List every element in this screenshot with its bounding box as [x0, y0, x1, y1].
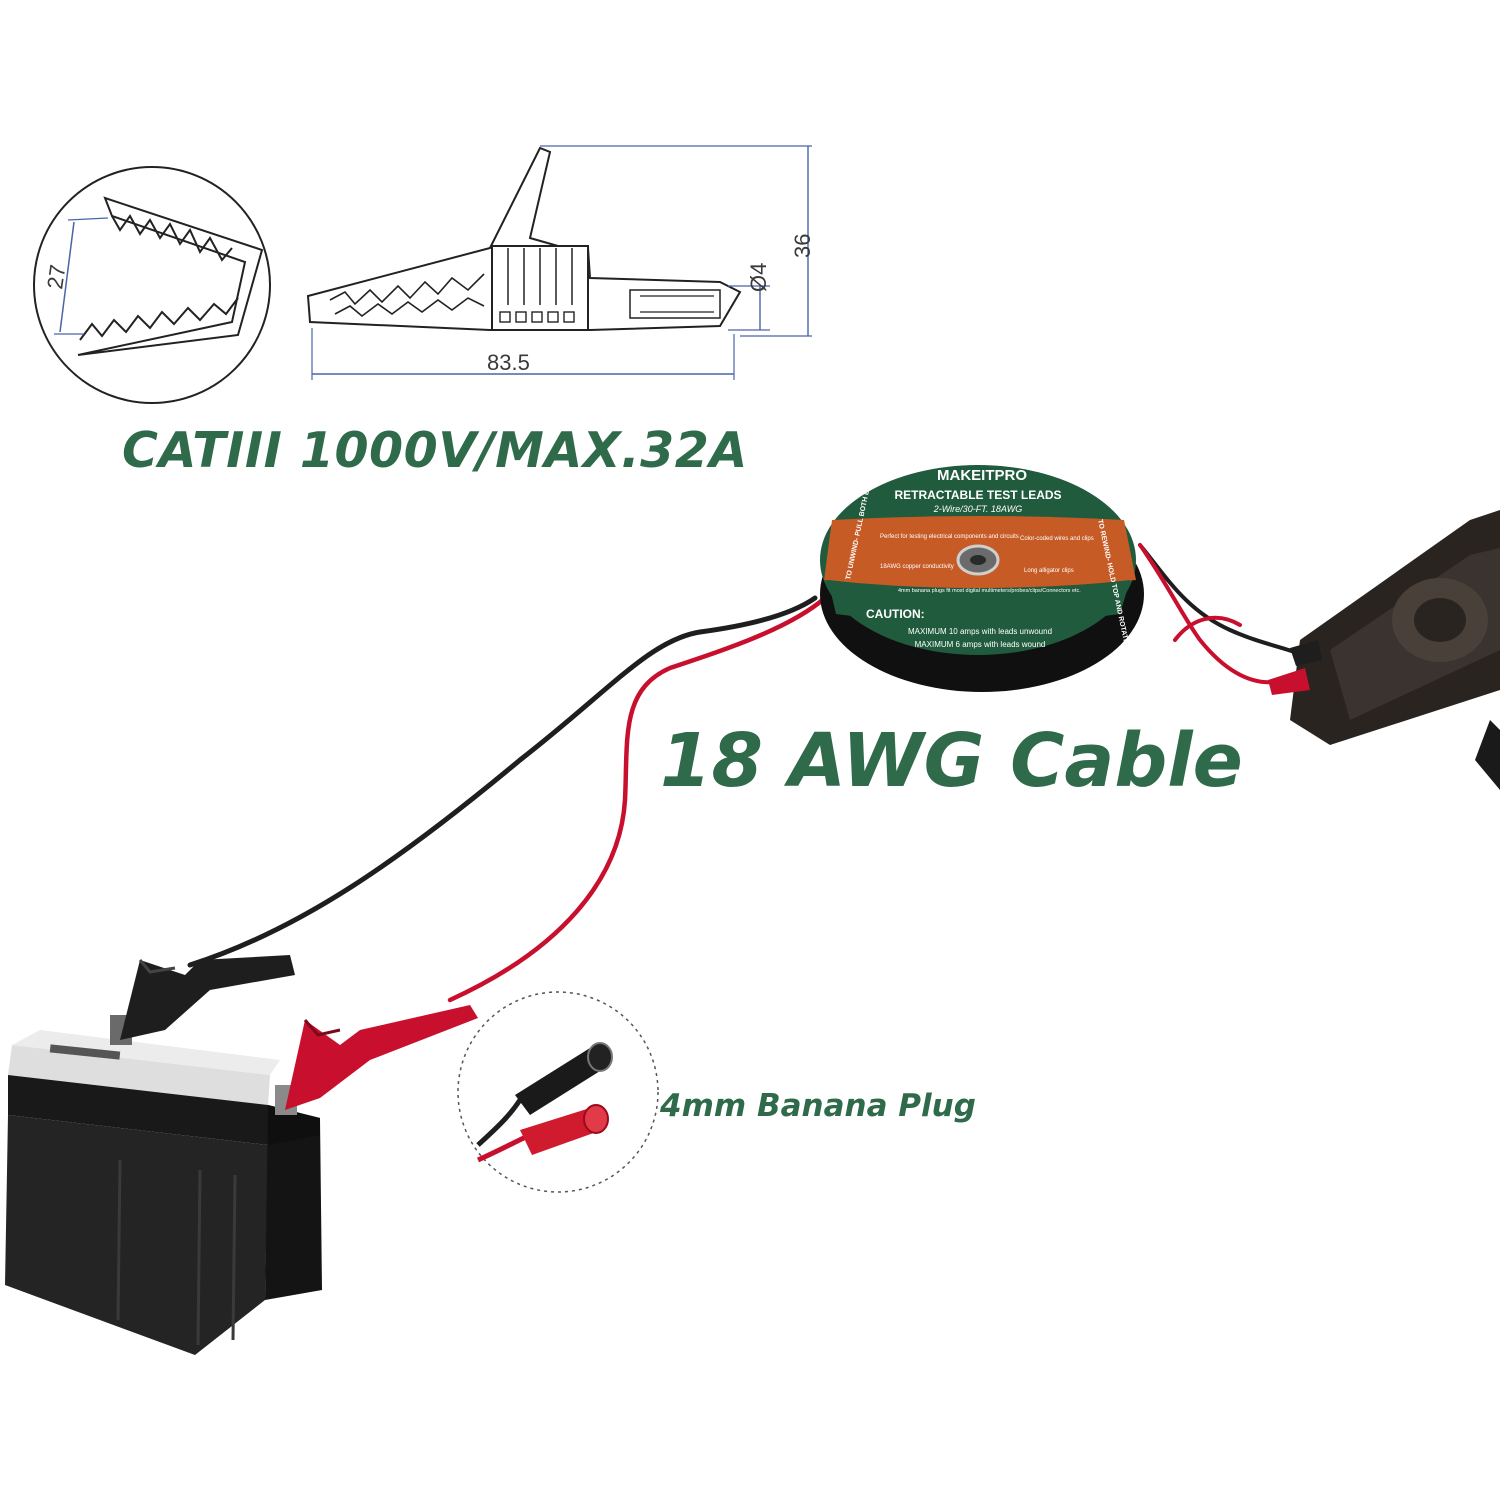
reel-feature-1: Perfect for testing electrical component…: [880, 534, 1019, 540]
reel-subtitle: 2-Wire/30-FT. 18AWG: [933, 504, 1022, 514]
height-dimension: 36: [790, 234, 815, 258]
reel-caution-title: CAUTION:: [866, 607, 925, 621]
alligator-clips: [120, 955, 478, 1110]
reel-caution-1: MAXIMUM 10 amps with leads unwound: [908, 627, 1052, 636]
reel-caution-2: MAXIMUM 6 amps with leads wound: [915, 640, 1046, 649]
rating-callout: CATIII 1000V/MAX.32A: [122, 422, 748, 479]
battery: [5, 1015, 322, 1355]
hole-diameter-dimension: Ø4: [746, 263, 771, 292]
jaw-detail-circle: 27: [33, 166, 271, 404]
cable-reel: MAKEITPRO RETRACTABLE TEST LEADS 2-Wire/…: [820, 444, 1144, 692]
reel-brand: MAKEITPRO: [937, 467, 1027, 484]
reel-feature-4: Long alligator clips: [1024, 568, 1074, 574]
banana-plug-detail: [457, 991, 659, 1193]
reel-feature-3: 18AWG copper conductivity: [880, 564, 954, 570]
reel-title: RETRACTABLE TEST LEADS: [894, 488, 1061, 502]
jaw-opening-dimension: 27: [42, 263, 70, 291]
multimeter: [1268, 510, 1500, 790]
reel-feature-5: 4mm banana plugs fit most digital multim…: [898, 588, 1081, 594]
banana-plug-callout: 4mm Banana Plug: [660, 1088, 976, 1124]
length-dimension: 83.5: [487, 350, 530, 375]
cable-callout: 18 AWG Cable: [660, 718, 1243, 804]
reel-feature-2: Color-coded wires and clips: [1020, 536, 1094, 542]
clip-technical-drawing: 36 Ø4 83.5: [306, 145, 815, 380]
